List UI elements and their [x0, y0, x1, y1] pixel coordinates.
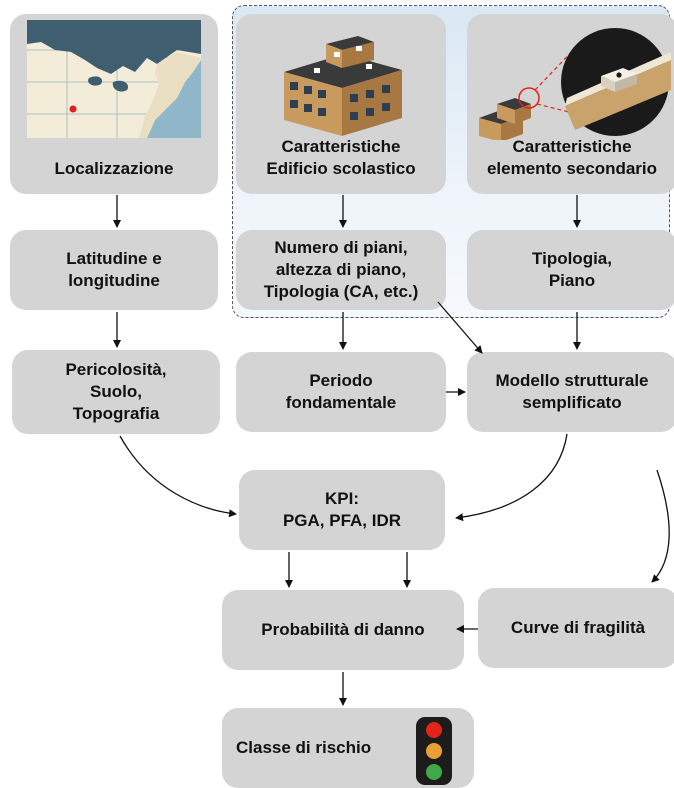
secondary-element-icon [479, 28, 671, 140]
box-pericolosita: Pericolosità, Suolo, Topografia [12, 350, 220, 434]
box-label: Localizzazione [54, 158, 174, 178]
box-tipologia-piano: Tipologia, Piano [467, 230, 674, 310]
box-modello-strutturale: Modello strutturale semplificato [467, 352, 674, 432]
box-label: Classe di rischio [236, 737, 372, 757]
box-label: Periodo fondamentale [285, 370, 397, 412]
box-elemento-secondario: Caratteristiche elemento secondario [467, 14, 674, 194]
box-label: Latitudine e longitudine [66, 248, 162, 290]
traffic-light-icon [416, 717, 452, 785]
box-label: Probabilità di danno [261, 619, 425, 639]
box-latitudine-longitudine: Latitudine e longitudine [10, 230, 218, 310]
box-label: Curve di fragilità [510, 617, 646, 637]
box-curve-fragilita: Curve di fragilità [478, 588, 674, 668]
box-label: Pericolosità, Suolo, Topografia [65, 359, 167, 424]
map-icon [27, 20, 201, 138]
box-label: Modello strutturale semplificato [495, 370, 649, 412]
school-building-icon [284, 36, 402, 136]
box-edificio-scolastico: Caratteristiche Edificio scolastico [236, 14, 446, 194]
box-label: Caratteristiche Edificio scolastico [266, 136, 416, 178]
box-kpi: KPI: PGA, PFA, IDR [239, 470, 445, 550]
box-localizzazione: Localizzazione [10, 14, 218, 194]
box-label: Caratteristiche elemento secondario [486, 136, 658, 178]
box-label: Tipologia, Piano [532, 248, 612, 290]
box-classe-rischio: Classe di rischio [222, 708, 474, 788]
box-numero-piani: Numero di piani, altezza di piano, Tipol… [236, 230, 446, 310]
box-periodo-fondamentale: Periodo fondamentale [236, 352, 446, 432]
box-probabilita-danno: Probabilità di danno [222, 590, 464, 670]
box-label: KPI: PGA, PFA, IDR [282, 488, 402, 530]
box-label: Numero di piani, altezza di piano, Tipol… [263, 237, 419, 302]
